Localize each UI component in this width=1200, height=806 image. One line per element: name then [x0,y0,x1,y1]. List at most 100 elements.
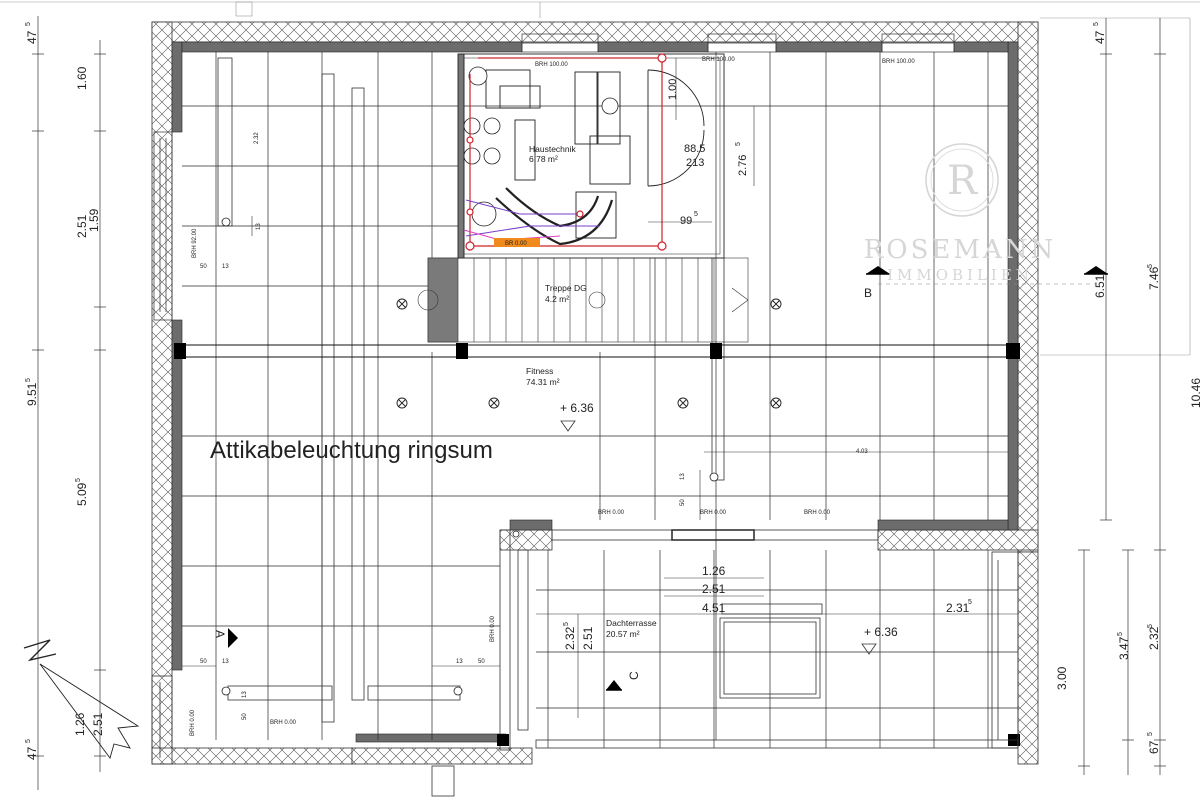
brh-west-window: BRH 92.00 [192,228,198,258]
dim-right-232: 2.32 [1147,626,1161,650]
ceiling-light-4 [488,397,500,409]
pipe-nodes [465,53,667,251]
level-fitness: + 6.36 [560,401,594,415]
left-dim-texts: 47 5 1.60 2.51 1.59 9.51 5 5.09 5 1.26 2… [25,22,105,760]
dim-right-746-sup: 5 [1147,264,1154,268]
dim-right-746: 7.46 [1147,266,1161,290]
dim-inner-13d: 13 [222,659,229,665]
dim-lines-left [32,16,106,790]
brh-top-mid: BRH 100.00 [535,62,568,68]
dim-inner-50e: 50 [242,713,248,720]
dim-inner-276: 2.76 [737,155,749,176]
brh-bottom-left-2: BRH 0.00 [190,709,196,736]
dim-right-top: 47 [1093,30,1107,44]
section-marks [228,266,1108,691]
brh-terrace-west: BRH 0.00 [490,615,496,642]
section-mark-a [228,628,238,648]
dim-right-232-sup: 5 [1147,624,1154,628]
top-windows [521,33,955,53]
room-area-dachterrasse: 20.57 m² [606,629,640,639]
brh-mid-2: BRH 0.00 [700,510,727,516]
insulation-band [151,21,1039,765]
dim-inner-50d: 50 [478,659,485,665]
dim-inner-50b: 50 [680,499,686,506]
dim-inner-213: 213 [686,157,704,169]
level-markers [560,420,877,655]
light-fixtures [396,298,782,409]
dim-inner-403: 4.03 [856,449,868,455]
terrace-dim-texts: 1.26 2.51 4.51 2.31 5 2.32 5 2.51 [563,564,972,650]
room-name-dachterrasse: Dachterrasse [606,618,657,628]
room-area-haustechnik: 6.78 m² [529,154,558,164]
dim-left-top-sup: 5 [25,22,32,26]
dim-right-300: 3.00 [1055,666,1069,690]
ceiling-light-3 [396,397,408,409]
dim-inner-885: 88.5 [684,143,705,155]
dim-left-159: 1.59 [87,208,101,232]
dim-inner-50a: 50 [200,264,207,270]
beams [217,57,725,751]
brh-top-right: BRH 100.00 [702,57,735,63]
dim-lines-inner [182,58,1018,718]
outlets [221,217,719,696]
dim-terrace-251v: 2.51 [581,626,595,650]
brh-mid-3: BRH 0.00 [804,510,831,516]
dim-right-651: 6.51 [1093,274,1107,298]
ceiling-light-1 [396,298,408,310]
duct-arc [495,187,614,246]
dim-inner-13c: 13 [680,473,686,480]
dim-left-bottom-sup: 5 [25,739,32,743]
right-dim-texts: 47 5 7.46 5 6.51 10.46 3.47 5 2.32 5 3.0… [1055,22,1200,754]
dim-right-top-sup: 5 [1093,22,1100,26]
lighting-annotation: Attikabeleuchtung ringsum [210,437,493,464]
structure-grid [182,52,1018,748]
dim-inner-50c: 50 [200,659,207,665]
section-mark-c [606,680,622,690]
dim-terrace-231-sup: 5 [968,599,972,606]
dim-inner-100: 1.00 [667,79,679,100]
section-mark-b [866,266,890,274]
dim-right-1046: 10.46 [1189,378,1200,408]
brh-top-left: BRH 100.00 [882,59,915,65]
section-label-b: B [864,286,872,300]
dim-terrace-451: 4.51 [702,601,726,615]
ceiling-light-5 [677,397,689,409]
dim-left-160: 1.60 [75,66,89,90]
main-beam [182,344,1008,358]
dim-inner-13e: 13 [456,659,463,665]
dim-inner-13a: 13 [222,264,229,270]
dim-inner-276-sup: 5 [735,142,742,146]
section-label-a: A [213,630,227,638]
dim-inner-232: 2.32 [254,132,260,144]
dim-terrace-251: 2.51 [702,582,726,596]
west-window [153,131,173,321]
section-mark-b-right [1084,266,1108,274]
dim-left-bottom: 47 [25,746,39,760]
dim-right-347: 3.47 [1117,636,1131,660]
level-terrasse: + 6.36 [864,625,898,639]
dim-inner-995: 99 [680,215,692,227]
room-area-treppe: 4.2 m² [545,294,569,304]
dim-left-951: 9.51 [25,382,39,406]
room-name-haustechnik: Haustechnik [529,144,577,154]
dim-left-126: 1.26 [73,712,87,736]
stair [417,257,749,343]
watermark: R ROSEMANN IMMOBILIEN [864,143,1057,284]
watermark-line1: ROSEMANN [864,235,1057,265]
terrace-elements [151,529,1019,797]
ceiling-light-6 [770,397,782,409]
inner-dim-texts: 1.00 2.76 5 88.5 213 99 5 4.03 50 13 13 … [200,79,868,720]
dim-left-509: 5.09 [75,482,89,506]
room-name-fitness: Fitness [526,366,553,376]
dim-left-251: 2.51 [75,214,89,238]
brh-bottom-left: BRH 0.00 [270,720,297,726]
north-arrow [23,639,140,759]
dim-left-top: 47 [25,30,39,44]
dim-inner-13b: 13 [256,223,262,230]
dim-lines-right [1078,18,1166,775]
columns [174,343,1020,746]
dim-terrace-231: 2.31 [946,601,970,615]
brh-mid-1: BRH 0.00 [598,510,625,516]
sheet-frame [0,1,1200,356]
